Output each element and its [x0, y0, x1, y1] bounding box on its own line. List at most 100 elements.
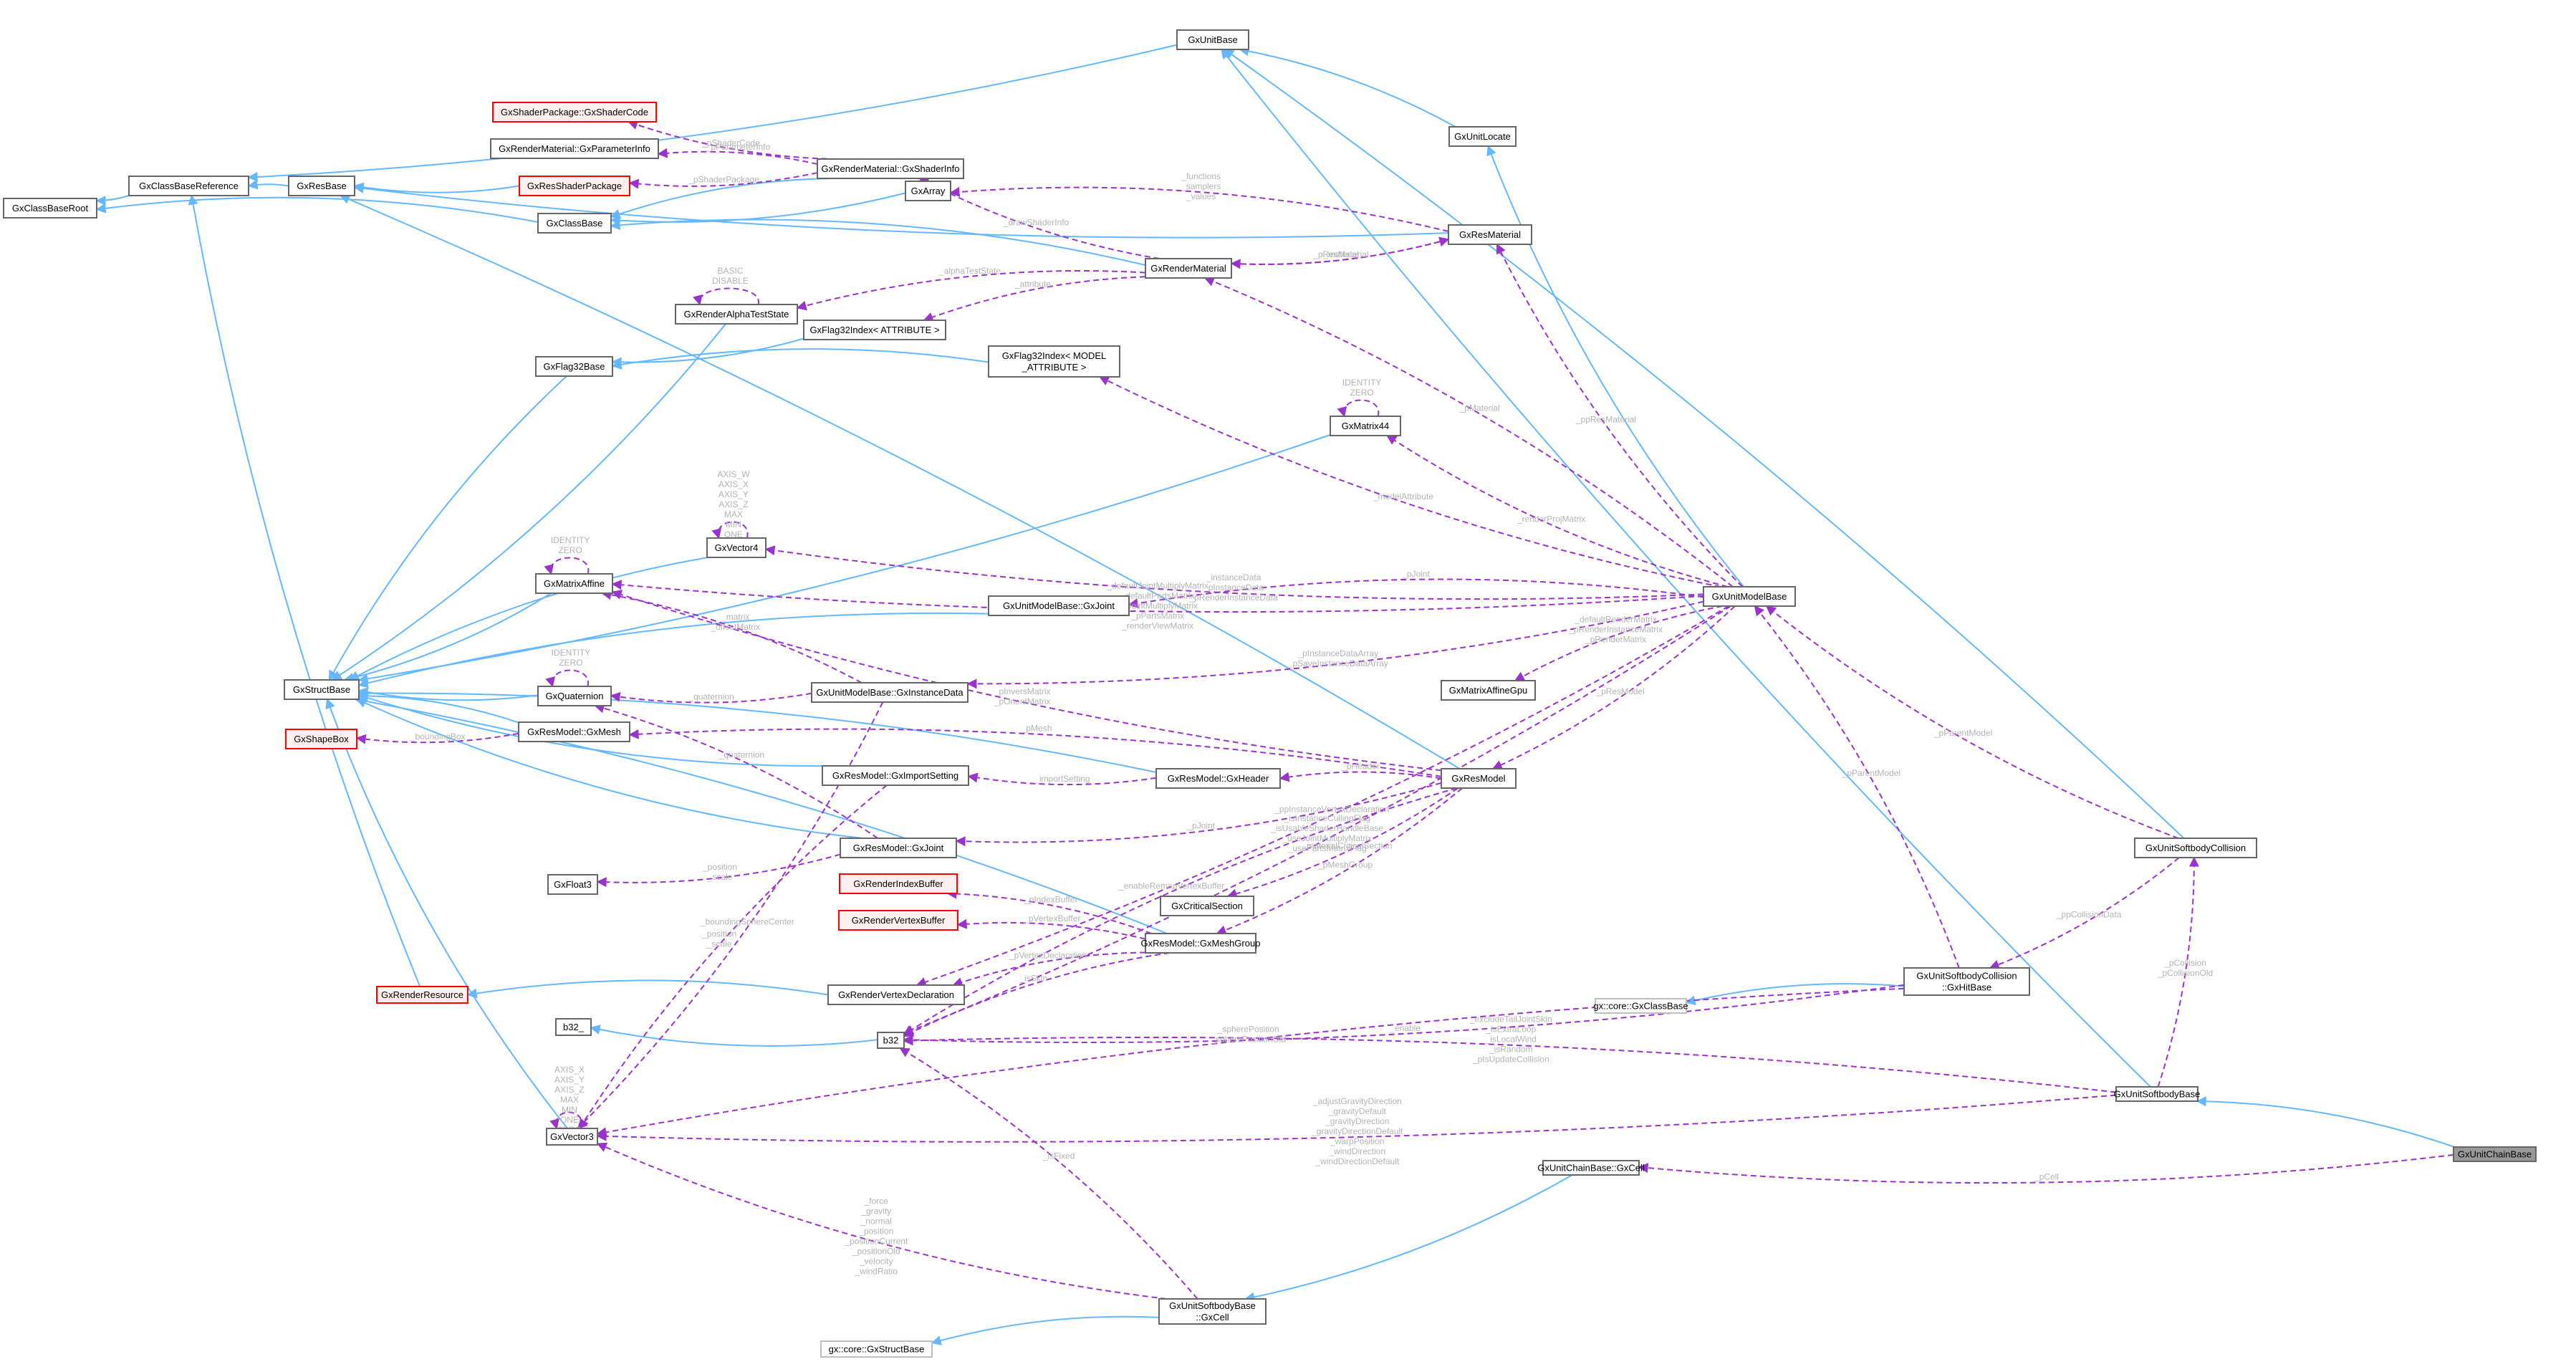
class-node-gx-unit-softbody-collision[interactable]: GxUnitSoftbodyCollision	[2134, 838, 2257, 858]
class-node-box[interactable]	[519, 176, 630, 196]
class-node-gx-res-shader-package[interactable]: GxResShaderPackage	[519, 176, 630, 196]
class-node-box[interactable]	[820, 1340, 933, 1358]
class-node-label[interactable]: GxVector4	[715, 542, 759, 553]
class-node-box[interactable]	[2453, 1146, 2537, 1162]
class-node-box[interactable]	[817, 158, 964, 179]
class-node-core-struct-base[interactable]: gx::core::GxStructBase	[820, 1340, 933, 1358]
class-node-label[interactable]: GxClassBase	[547, 218, 603, 229]
class-node-gx-struct-base[interactable]: GxStructBase	[284, 679, 360, 700]
class-node-gx-shape-box[interactable]: GxShapeBox	[285, 729, 357, 749]
class-node-label[interactable]: b32_	[563, 1022, 585, 1032]
class-node-box[interactable]	[811, 682, 969, 703]
class-node-gx-instance-data[interactable]: GxUnitModelBase::GxInstanceData	[811, 682, 969, 703]
class-node-box[interactable]	[490, 138, 659, 159]
class-node-gx-res-model[interactable]: GxResModel	[1441, 768, 1517, 789]
class-node-box[interactable]	[546, 1128, 598, 1146]
class-node-label[interactable]: GxFlag32Index< MODEL	[1002, 350, 1107, 361]
class-node-box[interactable]	[537, 686, 612, 706]
class-node-box[interactable]	[1155, 768, 1281, 789]
class-node-gx-float3[interactable]: GxFloat3	[547, 874, 598, 895]
class-node-box[interactable]	[535, 573, 613, 594]
class-node-box[interactable]	[706, 537, 766, 558]
class-node-gx-flag32-index-model[interactable]: GxFlag32Index< MODEL_ATTRIBUTE >	[988, 345, 1120, 378]
class-node-label[interactable]: GxStructBase	[293, 684, 350, 695]
class-node-label[interactable]: GxUnitLocate	[1454, 131, 1511, 142]
class-node-label[interactable]: GxFlag32Index< ATTRIBUTE >	[809, 325, 939, 335]
class-node-label[interactable]: GxResShaderPackage	[527, 181, 622, 191]
class-node-box[interactable]	[1542, 1160, 1640, 1176]
class-node-gx-unit-locate[interactable]: GxUnitLocate	[1448, 126, 1517, 147]
class-node-label[interactable]: GxRenderIndexBuffer	[853, 878, 943, 889]
class-node-label[interactable]: GxResModel::GxJoint	[853, 843, 944, 853]
class-node-label[interactable]: b32	[883, 1035, 899, 1046]
class-node-box[interactable]	[1330, 416, 1401, 436]
class-node-gx-unit-base[interactable]: GxUnitBase	[1176, 29, 1249, 50]
class-node-label[interactable]: GxUnitBase	[1188, 34, 1237, 45]
class-node-label[interactable]: gx::core::GxStructBase	[829, 1344, 925, 1355]
class-node-label[interactable]: GxResModel::GxMeshGroup	[1141, 938, 1261, 949]
class-node-label[interactable]: GxQuaternion	[546, 691, 604, 701]
class-node-gx-unit-softbody-base[interactable]: GxUnitSoftbodyBase	[2114, 1086, 2201, 1102]
class-node-gx-render-resource[interactable]: GxRenderResource	[376, 986, 468, 1004]
class-node-label[interactable]: gx::core::GxClassBase	[1593, 1001, 1688, 1012]
class-node-label[interactable]: GxMatrixAffineGpu	[1449, 685, 1528, 696]
class-node-label[interactable]: GxResMaterial	[1459, 229, 1521, 240]
class-node-box[interactable]	[1158, 1298, 1267, 1325]
class-node-box[interactable]	[285, 729, 357, 749]
class-node-label[interactable]: GxShaderPackage::GxShaderCode	[501, 107, 648, 117]
class-node-gx-array[interactable]: GxArray	[905, 181, 951, 201]
class-node-label[interactable]: GxFlag32Base	[544, 361, 605, 372]
class-node-gx-umbjoint[interactable]: GxUnitModelBase::GxJoint	[988, 595, 1130, 616]
class-node-label[interactable]: GxRenderVertexBuffer	[852, 915, 946, 926]
class-node-gx-res-material[interactable]: GxResMaterial	[1448, 224, 1532, 245]
class-node-label[interactable]: GxResBase	[297, 181, 346, 191]
class-node-box[interactable]	[535, 356, 613, 377]
class-node-box[interactable]	[1903, 967, 2030, 996]
class-node-gx-render-vertex-buffer[interactable]: GxRenderVertexBuffer	[838, 910, 958, 931]
class-node-label[interactable]: GxCriticalSection	[1171, 901, 1243, 911]
class-node-label[interactable]: GxRenderAlphaTestState	[684, 309, 789, 320]
class-node-label[interactable]: GxUnitSoftbodyBase	[1169, 1300, 1256, 1311]
class-node-gx-res-base[interactable]: GxResBase	[288, 176, 355, 196]
class-node-gx-header[interactable]: GxResModel::GxHeader	[1155, 768, 1281, 789]
class-node-box[interactable]	[537, 213, 612, 234]
class-node-box[interactable]	[284, 679, 360, 700]
class-node-gx-render-alpha-test-state[interactable]: GxRenderAlphaTestState	[675, 304, 798, 325]
class-node-label[interactable]: GxResModel::GxMesh	[527, 726, 621, 737]
class-node-gx-vector3[interactable]: GxVector3	[546, 1128, 598, 1146]
class-node-label[interactable]: GxRenderMaterial::GxParameterInfo	[499, 143, 650, 154]
class-node-gx-class-base-root[interactable]: GxClassBaseRoot	[3, 198, 97, 219]
class-node-gx-mesh[interactable]: GxResModel::GxMesh	[518, 721, 630, 742]
class-node-b32[interactable]: b32_	[555, 1018, 592, 1036]
class-node-gx-flag32-base[interactable]: GxFlag32Base	[535, 356, 613, 377]
class-node-gx-class-base-reference[interactable]: GxClassBaseReference	[128, 176, 249, 196]
class-node-gx-shader-code[interactable]: GxShaderPackage::GxShaderCode	[492, 102, 657, 123]
class-node-label[interactable]: GxArray	[911, 186, 946, 196]
class-node-label[interactable]: GxShapeBox	[294, 734, 349, 744]
class-node-label[interactable]: GxRenderMaterial::GxShaderInfo	[822, 163, 960, 174]
class-node-box[interactable]	[877, 1032, 905, 1049]
class-node-label[interactable]: GxUnitSoftbodyCollision	[2145, 843, 2246, 853]
class-node-box[interactable]	[1176, 29, 1249, 50]
class-node-box[interactable]	[675, 304, 798, 325]
class-node-gx-render-material[interactable]: GxRenderMaterial	[1145, 258, 1232, 279]
class-node-gx-chain-cell[interactable]: GxUnitChainBase::GxCell	[1537, 1160, 1645, 1176]
class-node-gx-hit-base[interactable]: GxUnitSoftbodyCollision::GxHitBase	[1903, 967, 2030, 996]
class-node-label[interactable]: GxVector3	[550, 1131, 594, 1142]
class-node-label[interactable]: GxUnitModelBase::GxInstanceData	[816, 687, 963, 698]
class-node-b32[interactable]: b32	[877, 1032, 905, 1049]
class-node-label[interactable]: GxRenderResource	[381, 989, 463, 1000]
class-node-label[interactable]: GxUnitChainBase::GxCell	[1537, 1163, 1645, 1174]
class-node-label[interactable]: GxRenderVertexDeclaration	[838, 989, 954, 1000]
class-node-gx-import-setting[interactable]: GxResModel::GxImportSetting	[822, 765, 969, 786]
class-node-label[interactable]: ::GxCell	[1196, 1312, 1229, 1323]
class-node-box[interactable]	[1145, 258, 1232, 279]
class-node-label[interactable]: GxClassBaseReference	[139, 181, 239, 191]
class-node-box[interactable]	[128, 176, 249, 196]
class-node-label[interactable]: _ATTRIBUTE >	[1022, 362, 1087, 373]
class-node-box[interactable]	[1448, 126, 1517, 147]
class-node-gx-vector4[interactable]: GxVector4	[706, 537, 766, 558]
class-node-box[interactable]	[1441, 768, 1517, 789]
class-node-gx-parameter-info[interactable]: GxRenderMaterial::GxParameterInfo	[490, 138, 659, 159]
class-node-gx-rmjoint[interactable]: GxResModel::GxJoint	[840, 838, 957, 858]
